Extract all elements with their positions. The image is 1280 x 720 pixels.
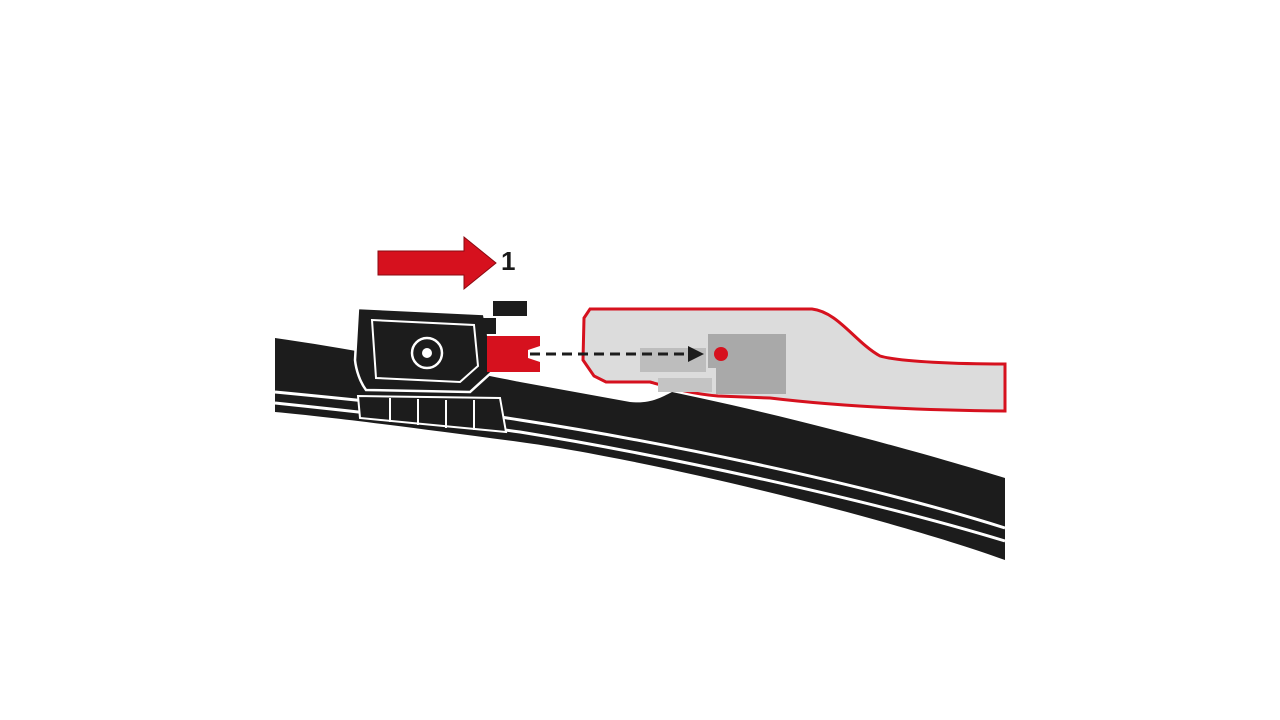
adapter-base-clamp	[356, 394, 508, 434]
wiper-arm	[581, 307, 1007, 413]
dashed-path-head	[688, 346, 704, 362]
dashed-arrow-icon	[530, 346, 704, 362]
red-locking-clip	[487, 336, 540, 372]
adapter-side-tab	[482, 318, 496, 334]
step-number-label: 1	[501, 246, 516, 276]
arm-socket-lower	[716, 368, 786, 394]
wiper-adapter	[353, 299, 540, 434]
arm-red-target-dot	[714, 347, 728, 361]
adapter-inner-outline	[370, 318, 480, 384]
adapter-top-tab	[491, 299, 529, 318]
right-arrow-icon	[377, 235, 497, 291]
pivot-center	[422, 348, 432, 358]
blade-body	[275, 338, 1005, 560]
arm-lower-tab	[658, 378, 712, 392]
